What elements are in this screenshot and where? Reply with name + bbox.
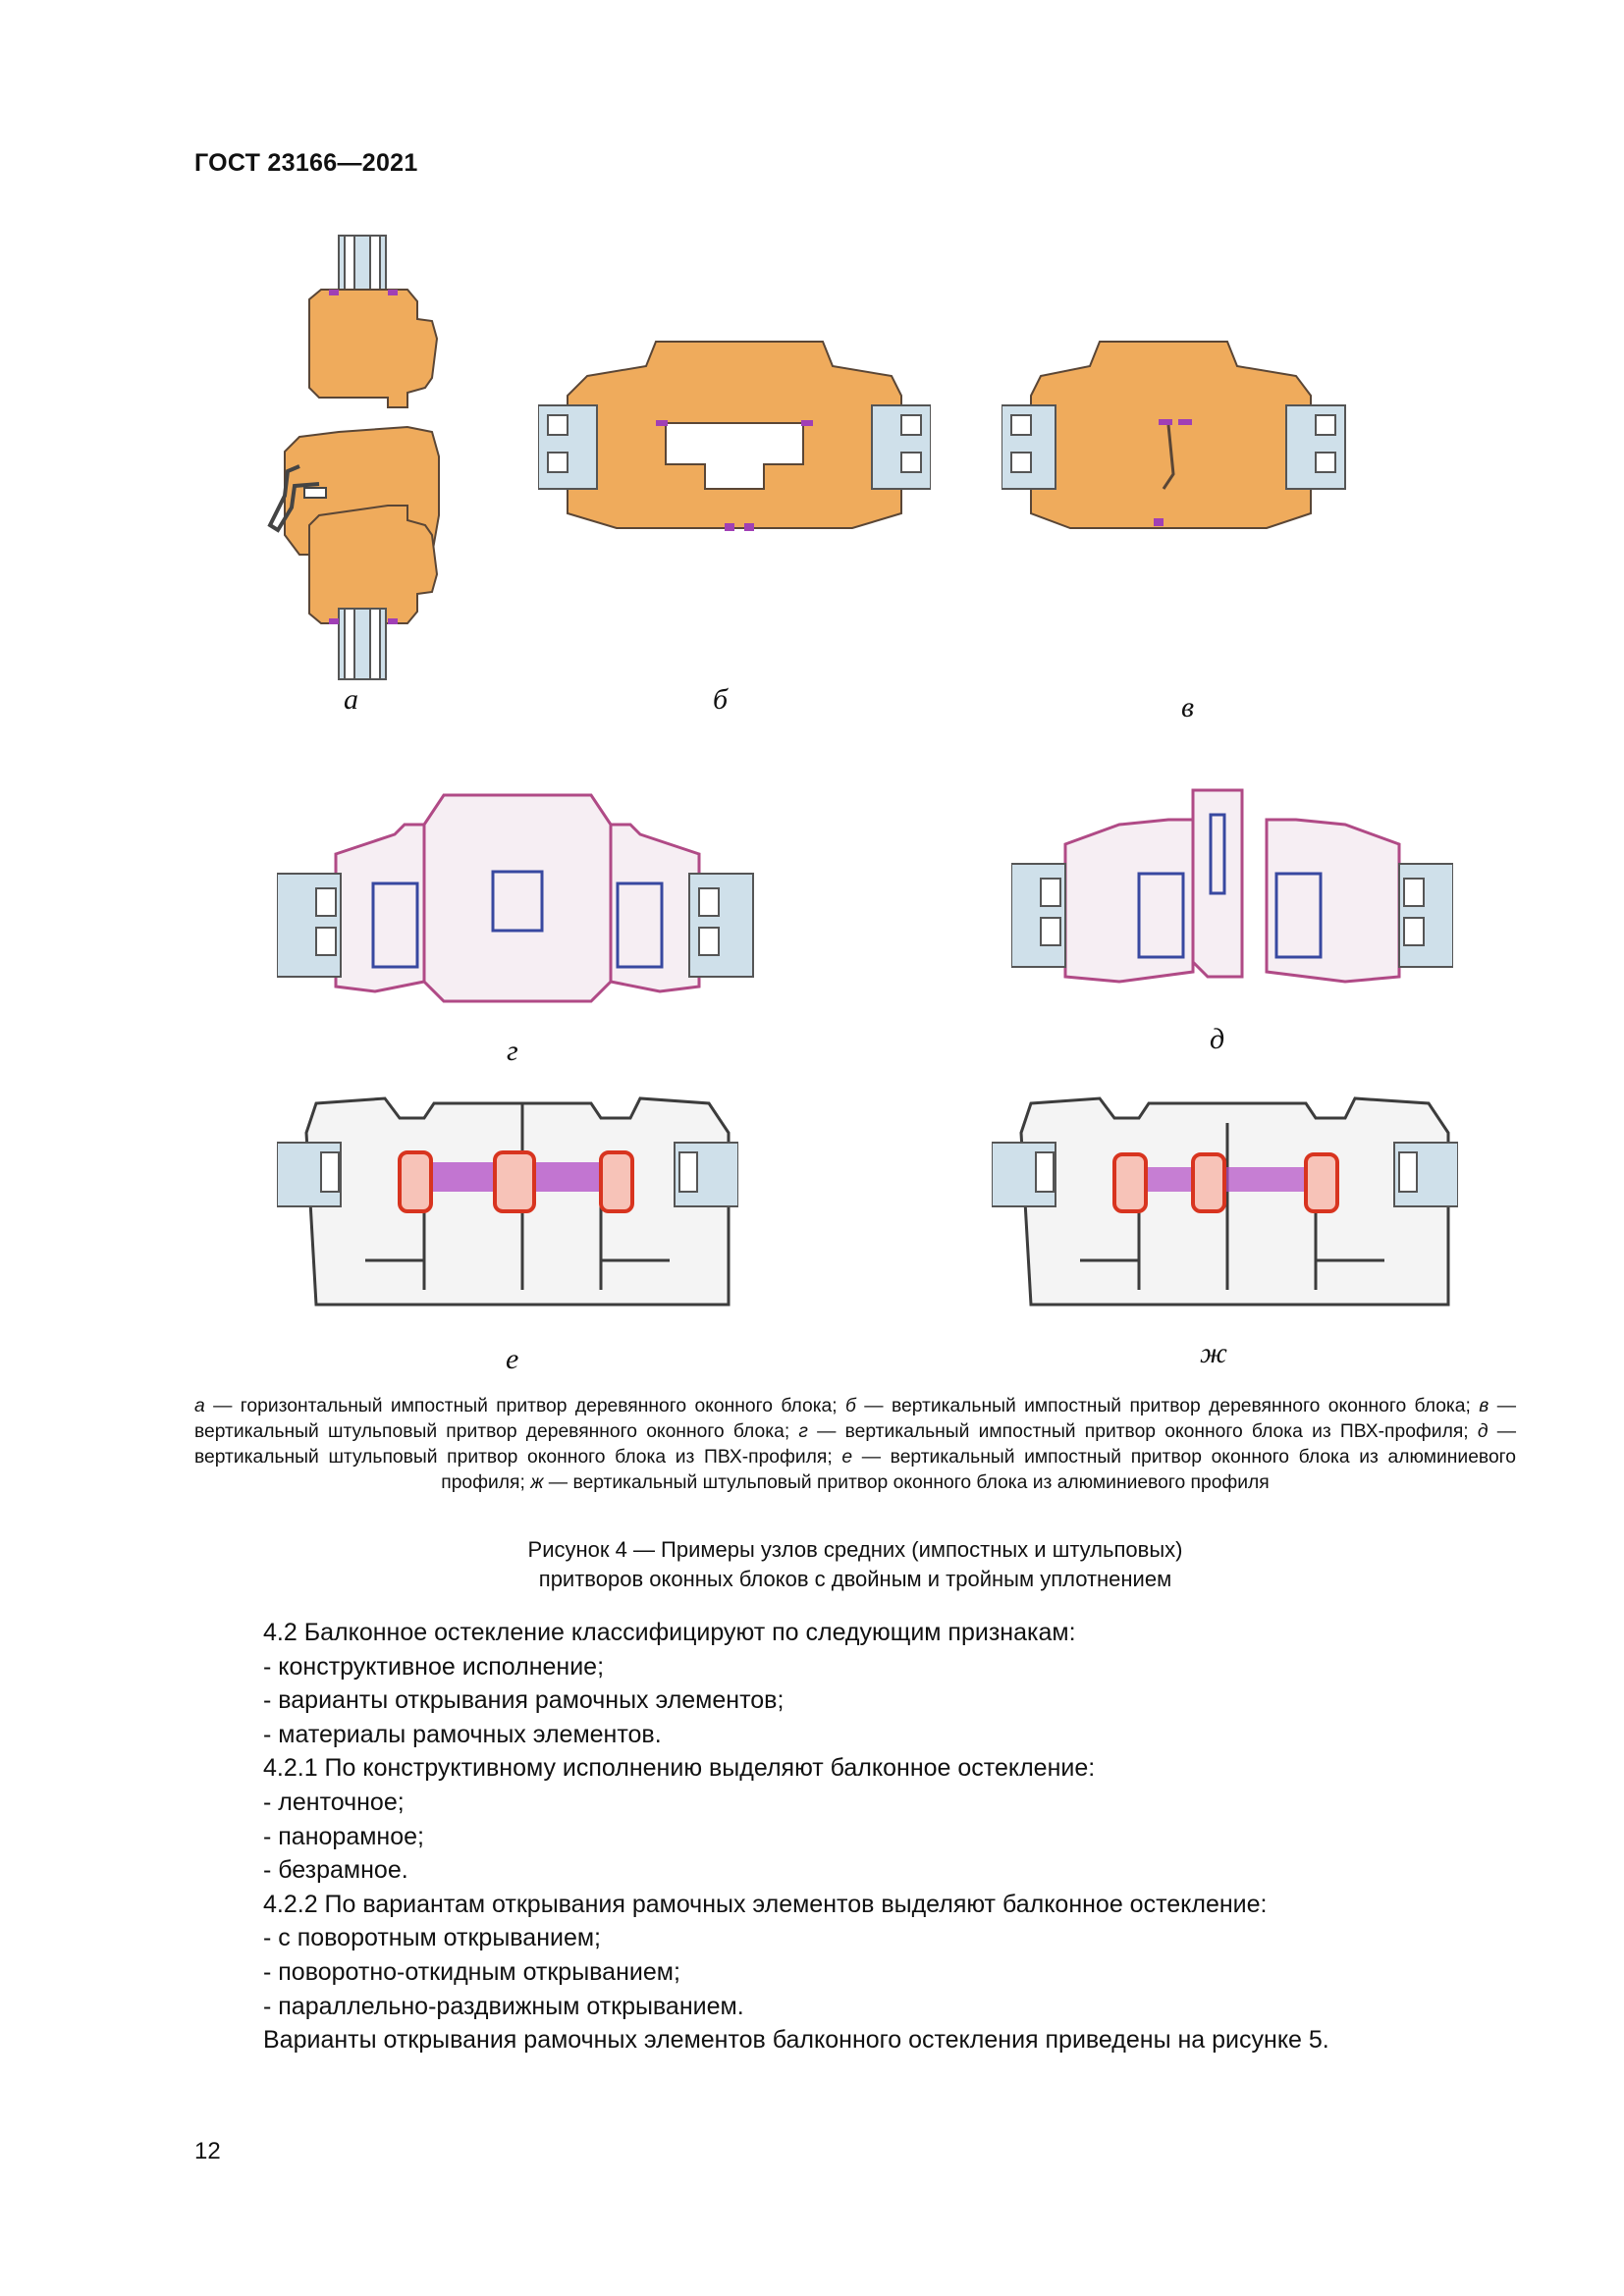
legend-text-b: — вертикальный импостный притвор деревян… [855,1396,1480,1416]
list-item: - панорамное; [263,1822,424,1850]
legend-text-v: — вертикальный штульповый притвор деревя… [194,1396,1517,1442]
legend-key-zh: ж [530,1472,544,1493]
glass-unit-bottom [338,608,387,680]
paragraph-figure-reference: Варианты открывания рамочных элементов б… [263,2026,1329,2055]
figure-e-aluminum-impost [277,1096,738,1307]
list-item: - варианты открывания рамочных элементов… [263,1686,785,1715]
list-item: - ленточное; [263,1788,405,1816]
sublabel-g: г [507,1035,518,1067]
pvc-sash-right [1265,818,1401,984]
list-item: - конструктивное исполнение; [263,1652,605,1681]
pvc-impost [422,793,613,1003]
figure-g-pvc-impost [277,793,754,1003]
figure-d-pvc-mullion [1011,788,1453,984]
legend-text-zh: — вертикальный штульповый притвор оконно… [543,1472,1270,1493]
list-item: - материалы рамочных элементов. [263,1720,662,1748]
sublabel-a: а [344,683,358,716]
figure-a-wood-horizontal-impost [267,235,440,680]
alu-frame [1019,1096,1450,1307]
figure-zh-aluminum-mullion [992,1096,1458,1307]
figure-v-wood-vertical-mullion [1001,341,1346,529]
legend-key-g: г [798,1421,808,1442]
paragraph-4-2: 4.2 Балконное остекление классифицируют … [263,1619,1076,1646]
thermal-breaks [398,1150,634,1213]
figure-b-wood-vertical-impost [538,341,931,531]
legend-key-e: е [841,1447,853,1468]
list-item: - с поворотным открыванием; [263,1924,602,1952]
document-header: ГОСТ 23166—2021 [194,149,418,177]
sublabel-v: в [1181,691,1195,723]
list-item: - поворотно-откидным открыванием; [263,1957,680,1986]
paragraph-4-2-2: 4.2.2 По вариантам открывания рамочных э… [263,1890,1268,1918]
legend-key-b: б [845,1396,856,1416]
caption-line-2: притворов оконных блоков с двойным и тро… [538,1567,1172,1591]
sublabel-d: д [1210,1023,1225,1055]
legend-text-g: — вертикальный импостный притвор оконног… [807,1421,1478,1442]
legend-key-d: д [1477,1421,1489,1442]
seal-marks [329,290,398,624]
list-item: - безрамное. [263,1856,408,1885]
sublabel-e: е [506,1343,519,1375]
thermal-breaks [1112,1152,1339,1213]
pvc-mullion [1191,788,1244,979]
page-number: 12 [194,2138,221,2164]
sublabel-zh: ж [1200,1337,1227,1369]
paragraph-4-2-1: 4.2.1 По конструктивному исполнению выде… [263,1754,1096,1783]
legend-text-a: — горизонтальный импостный притвор дерев… [204,1396,846,1416]
sublabel-b: б [713,683,729,716]
figure-caption: Рисунок 4 — Примеры узлов средних (импос… [194,1535,1516,1594]
legend-key-v: в [1479,1396,1489,1416]
figure-legend: а — горизонтальный импостный притвор дер… [194,1394,1516,1496]
legend-text-d: — вертикальный штульповый притвор оконно… [194,1421,1516,1468]
wood-sash-bottom [308,505,439,624]
body-text: 4.2 Балконное остекление классифицируют … [263,1616,1520,2057]
list-item: - параллельно-раздвижным открыванием. [263,1992,744,2020]
wood-sash-top [308,289,439,408]
legend-text-e: — вертикальный импостный притвор оконног… [441,1447,1516,1493]
drip-profile [267,464,320,533]
caption-line-1: Рисунок 4 — Примеры узлов средних (импос… [527,1537,1183,1562]
legend-key-a: а [194,1396,205,1416]
